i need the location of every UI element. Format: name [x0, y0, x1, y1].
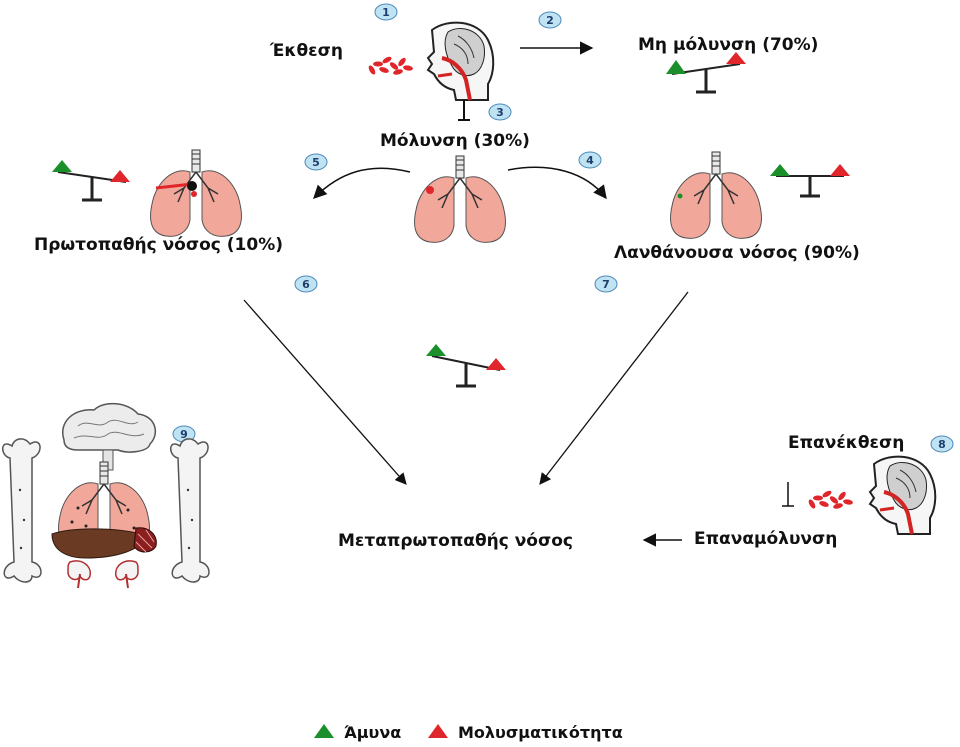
- bacteria-exposure-icon: [367, 55, 414, 76]
- label-no-infection: Μη μόλυνση (70%): [638, 35, 818, 55]
- primary-disease-lungs-figure: [149, 149, 243, 238]
- infected-lungs-figure: [413, 155, 507, 244]
- label-exposure: Έκθεση: [269, 41, 343, 61]
- label-postprimary-disease: Μεταπρωτοπαθής νόσος: [338, 531, 573, 551]
- exposure-head-figure: [426, 20, 496, 102]
- step-badge-3: 3: [488, 103, 512, 121]
- arrow-infection: [458, 100, 470, 121]
- label-reinfection: Επαναμόλυνση: [694, 529, 837, 549]
- svg-text:3: 3: [496, 106, 504, 119]
- svg-text:2: 2: [546, 14, 554, 27]
- balance-postprimary-icon: [426, 344, 506, 388]
- legend-infectivity-label: Μολυσματικότητα: [458, 723, 623, 742]
- step-badge-8: 8: [930, 435, 954, 453]
- svg-text:1: 1: [382, 6, 390, 19]
- svg-text:9: 9: [180, 428, 188, 441]
- legend: Άμυνα Μολυσματικότητα: [314, 723, 623, 742]
- label-infection: Μόλυνση (30%): [380, 131, 530, 151]
- step-badge-4: 4: [578, 151, 602, 169]
- arrow-primary-to-postprimary: [243, 299, 407, 485]
- legend-infectivity-icon: [428, 724, 448, 738]
- label-primary-disease: Πρωτοπαθής νόσος (10%): [34, 235, 283, 255]
- kidney-left-icon: [67, 560, 91, 589]
- arrow-latent-to-postprimary: [539, 291, 689, 485]
- bone-left-icon: [1, 438, 42, 583]
- step-badge-7: 7: [594, 275, 618, 293]
- kidney-right-icon: [115, 560, 139, 589]
- legend-defense-label: Άμυνα: [344, 723, 401, 742]
- balance-no-infection-icon: [666, 52, 746, 94]
- step-badge-2: 2: [538, 11, 562, 29]
- bacteria-reexposure-icon: [807, 489, 854, 510]
- arrow-reinfection: [782, 482, 794, 507]
- svg-text:6: 6: [302, 278, 310, 291]
- step-badge-1: 1: [374, 3, 398, 21]
- svg-text:8: 8: [938, 438, 946, 451]
- svg-text:7: 7: [602, 278, 610, 291]
- reexposure-head-figure: [868, 454, 938, 536]
- label-reexposure: Επανέκθεση: [788, 433, 904, 453]
- svg-text:5: 5: [312, 156, 320, 169]
- legend-defense-icon: [314, 724, 334, 738]
- svg-text:4: 4: [586, 154, 594, 167]
- step-badge-5: 5: [304, 153, 328, 171]
- balance-primary-disease-icon: [52, 160, 130, 202]
- arrow-primary-disease: [313, 167, 411, 199]
- balance-latent-disease-icon: [770, 164, 850, 198]
- brain-icon: [61, 402, 157, 471]
- arrow-latent-disease: [507, 166, 607, 200]
- step-badge-6: 6: [294, 275, 318, 293]
- label-latent-disease: Λανθάνουσα νόσος (90%): [614, 243, 860, 263]
- spleen-icon: [133, 527, 157, 553]
- latent-disease-lungs-figure: [669, 151, 763, 240]
- liver-icon: [51, 528, 147, 559]
- bone-right-icon: [169, 438, 210, 583]
